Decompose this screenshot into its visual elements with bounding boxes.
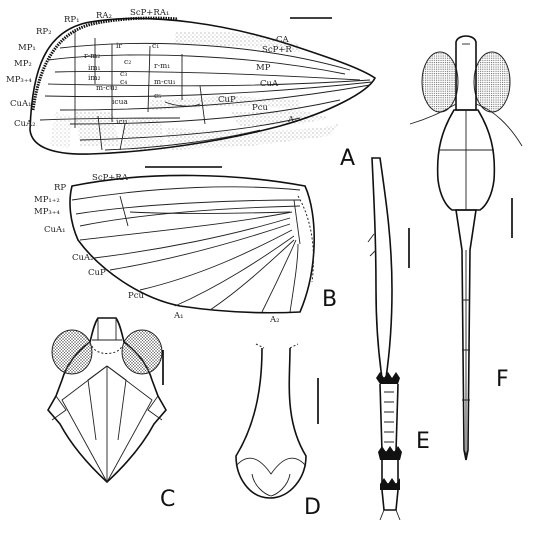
vein-label-mp1: MP₁ xyxy=(18,43,36,53)
cell-label-c5: c₅ xyxy=(154,91,161,100)
vein-label-scp-ra1: ScP+RA₁ xyxy=(130,8,169,18)
vein-label-rp-b: RP xyxy=(54,183,66,193)
vein-label-a2-b: A₂ xyxy=(269,315,280,325)
panel-letter-b: B xyxy=(322,287,337,312)
cell-label-c2: c₂ xyxy=(124,57,131,66)
vein-label-scp-r: ScP+R xyxy=(262,45,292,55)
vein-label-rp2: RP₂ xyxy=(36,27,52,37)
panel-letter-f: F xyxy=(496,367,509,392)
panel-e-leg: E xyxy=(367,157,430,521)
vein-label-a1: A₁ xyxy=(287,115,298,125)
vein-label-cup: CuP xyxy=(218,95,236,105)
panel-letter-c: C xyxy=(160,487,175,512)
panel-a-forewing: RP₁ RA₂ ScP+RA₁ RP₂ CA ScP+R MP₁ MP₂ MP … xyxy=(6,8,377,171)
panel-letter-a: A xyxy=(340,146,355,171)
thorax-f xyxy=(436,109,496,211)
cell-label-icu: icu xyxy=(116,117,128,126)
panel-f-body: F xyxy=(409,35,523,461)
panel-b-hindwing: ScP+RA RP MP₁₊₂ MP₃₊₄ CuA₁ CuA₂ CuP Pcu … xyxy=(34,166,337,325)
cell-label-m-cu1: m-cu₁ xyxy=(154,77,176,86)
vein-label-mp34: MP₃₊₄ xyxy=(6,75,32,85)
forewing-outline xyxy=(29,17,377,155)
cell-label-r-m2: r-m₂ xyxy=(84,51,100,60)
cell-label-im1: im₁ xyxy=(88,63,101,72)
head-vertex-f xyxy=(455,35,477,111)
vein-label-cua1-b: CuA₁ xyxy=(44,225,66,235)
panel-letter-d: D xyxy=(304,495,321,520)
tibial-spur-row-1 xyxy=(376,372,400,384)
compound-eye-left-f xyxy=(421,51,459,113)
vein-label-cua2: CuA₂ xyxy=(14,119,36,129)
vein-label-pcu-b: Pcu xyxy=(128,291,144,301)
cell-label-im2: im₂ xyxy=(88,73,101,82)
vein-label-mp2: MP₂ xyxy=(14,59,32,69)
panel-letter-e: E xyxy=(416,429,430,454)
compound-eye-right-f xyxy=(473,51,511,113)
femur-tibia-e xyxy=(371,157,393,379)
cell-label-r-m1: r-m₁ xyxy=(154,61,170,70)
abdomen-stalk-f xyxy=(455,209,477,461)
vein-label-cua2-b: CuA₂ xyxy=(72,253,94,263)
cell-label-c1: c₁ xyxy=(152,41,159,50)
vein-label-pcu: Pcu xyxy=(252,103,268,113)
cell-label-c3: c₃ xyxy=(120,69,127,78)
vein-label-scp-ra: ScP+RA xyxy=(92,173,129,183)
panel-c-head-thorax: C xyxy=(47,317,175,512)
vein-label-a1-b: A₁ xyxy=(173,311,184,321)
tibial-spur-row-2 xyxy=(378,446,402,460)
panel-d-pygofer: D xyxy=(235,343,321,520)
pygofer-outline-d xyxy=(235,347,307,499)
vein-label-cua1: CuA₁ xyxy=(10,99,32,109)
vein-label-ra2: RA₂ xyxy=(96,11,112,21)
vein-label-cua: CuA xyxy=(260,79,279,89)
cell-label-ir: ir xyxy=(116,41,122,50)
cell-label-m-cu2: m-cu₂ xyxy=(96,83,118,92)
costal-stripe xyxy=(31,16,179,111)
compound-eye-left-c xyxy=(51,329,93,375)
forewing-stipple xyxy=(50,31,340,150)
hindwing-outline xyxy=(69,174,315,314)
vein-label-mp12-b: MP₁₊₂ xyxy=(34,195,60,205)
cell-label-icua: icua xyxy=(112,97,128,106)
vein-label-mp: MP xyxy=(256,63,271,73)
cell-label-c4: c₄ xyxy=(120,77,127,86)
compound-eye-right-c xyxy=(121,329,163,375)
vein-label-mp34-b: MP₃₊₄ xyxy=(34,207,60,217)
vein-label-cup-b: CuP xyxy=(88,268,106,278)
vein-label-ca: CA xyxy=(276,35,290,45)
hindwing-anal-dotted xyxy=(297,195,314,283)
tibial-spur-row-3 xyxy=(380,478,400,490)
vein-label-rp1: RP₁ xyxy=(64,15,80,25)
